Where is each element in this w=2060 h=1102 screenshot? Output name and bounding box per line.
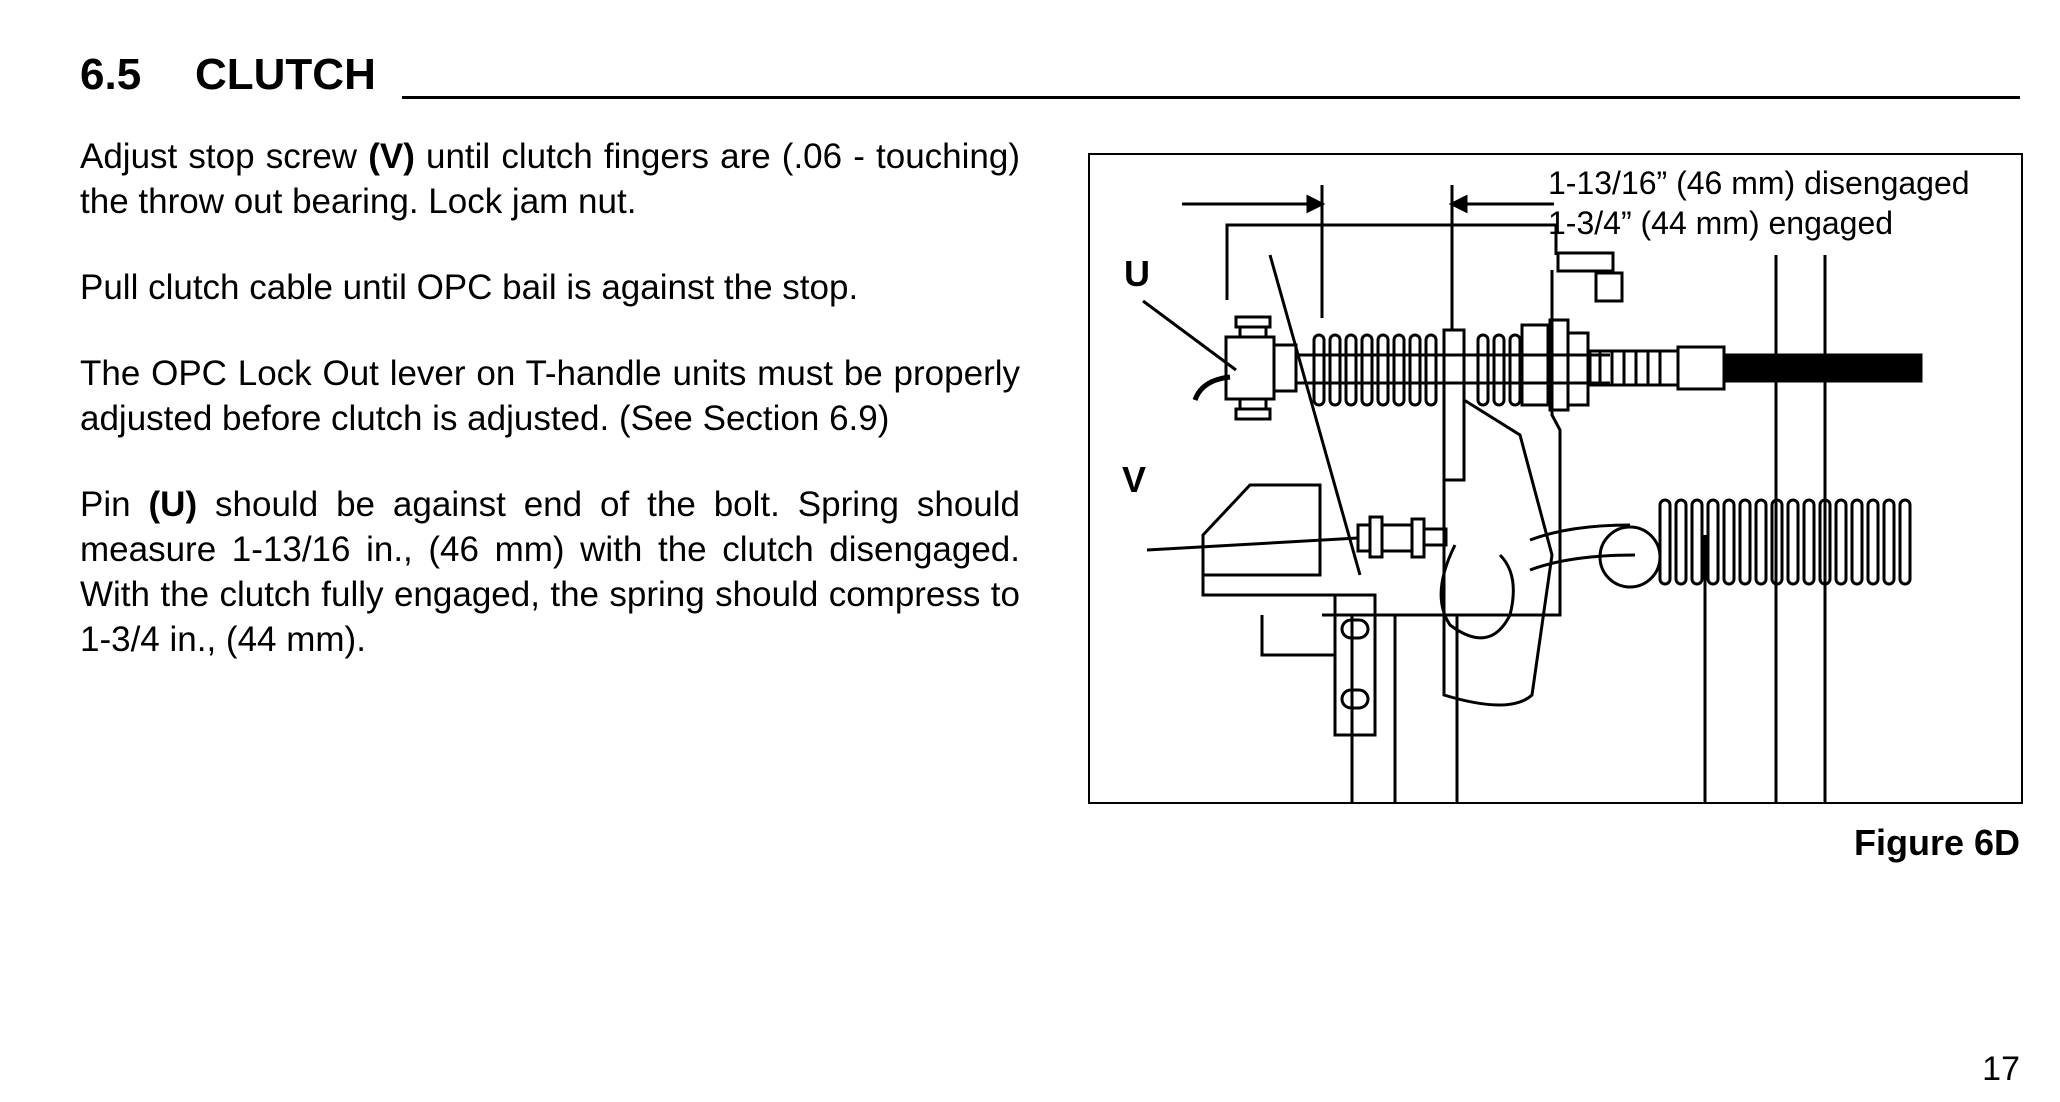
paragraph-pin-spring: Pin (U) should be against end of the bol…	[80, 485, 1021, 659]
clutch-figure: 1-13/16” (46 mm) disengaged 1-3/4” (44 m…	[1088, 153, 2023, 804]
section-number: 6.5	[80, 50, 142, 99]
callout-ref-v: (V)	[368, 137, 415, 176]
paragraph-pull-cable: Pull clutch cable until OPC bail is agai…	[80, 268, 859, 307]
figure-caption: Figure 6D	[1853, 822, 2020, 863]
page-number: 17	[1982, 1050, 2020, 1088]
callout-u: U	[1124, 253, 1150, 294]
section-heading: 6.5 CLUTCH	[80, 50, 376, 100]
dimension-disengaged: 1-13/16” (46 mm) disengaged	[1548, 165, 1970, 201]
section-title: CLUTCH	[195, 50, 376, 99]
clutch-diagram	[1142, 185, 1923, 802]
dimension-engaged: 1-3/4” (44 mm) engaged	[1548, 205, 1894, 241]
paragraph-opc-lockout: The OPC Lock Out lever on T-handle units…	[80, 354, 1020, 438]
paragraph-adjust-stop-screw: Adjust stop screw (V) until clutch finge…	[80, 137, 1020, 221]
callout-v: V	[1122, 459, 1147, 500]
instructions-text: Adjust stop screw (V) until clutch finge…	[80, 134, 1020, 703]
heading-rule	[402, 96, 2020, 99]
callout-ref-u: (U)	[148, 485, 198, 524]
